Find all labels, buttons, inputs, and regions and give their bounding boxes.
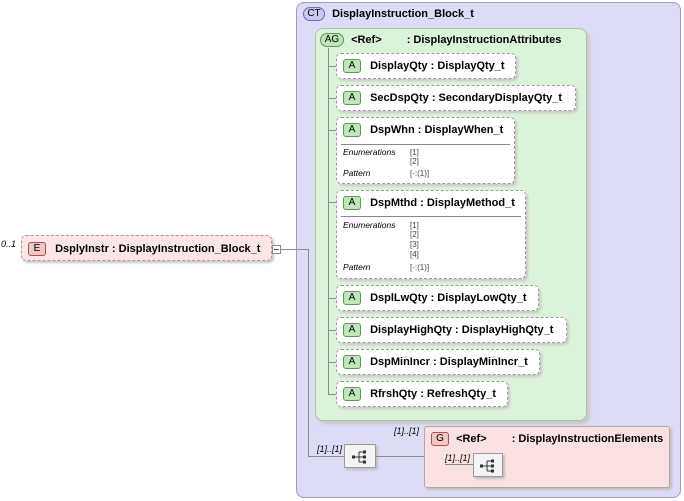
attribute-connector bbox=[328, 98, 336, 99]
group-inner-cardinality: [1]..[1] bbox=[445, 453, 471, 463]
attribute-name: RfrshQty bbox=[370, 388, 418, 400]
attribute-group-icon: AG bbox=[320, 33, 344, 47]
pattern-label: Pattern bbox=[343, 262, 371, 272]
sequence-icon bbox=[480, 459, 494, 473]
minus-icon bbox=[274, 249, 279, 250]
complex-type-icon: CT bbox=[303, 7, 325, 21]
group-box[interactable]: G <Ref> : DisplayInstructionElements [1]… bbox=[424, 426, 670, 488]
sequence-compositor[interactable] bbox=[344, 444, 376, 468]
attribute-connector bbox=[328, 66, 336, 67]
attribute-name: DisplayHighQty bbox=[370, 324, 452, 336]
attribute-type: : DisplayWhen_t bbox=[417, 124, 504, 136]
attribute-connector bbox=[328, 130, 336, 131]
attribute-box[interactable]: A DisplayQty : DisplayQty_t bbox=[336, 53, 516, 79]
attribute-icon: A bbox=[343, 355, 361, 369]
sequence-connector bbox=[308, 456, 344, 457]
sequence-cardinality: [1]..[1] bbox=[317, 444, 343, 454]
sequence-icon bbox=[352, 450, 366, 464]
facet-separator bbox=[341, 216, 521, 217]
attribute-connector bbox=[328, 394, 336, 395]
enum-value: [4] bbox=[410, 250, 419, 259]
connector-root bbox=[281, 249, 297, 250]
attribute-icon: A bbox=[343, 123, 361, 137]
attribute-type: : DisplayMinIncr_t bbox=[433, 356, 528, 368]
pattern-value: [-:(1)] bbox=[410, 169, 430, 178]
enum-value: [2] bbox=[410, 157, 419, 166]
group-inner-underline bbox=[445, 464, 473, 465]
enum-value: [1] bbox=[410, 221, 419, 230]
attribute-box[interactable]: A DspMinIncr : DisplayMinIncr_t bbox=[336, 349, 540, 375]
group-sequence-compositor[interactable] bbox=[473, 453, 503, 477]
element-cardinality: 0..1 bbox=[1, 239, 17, 249]
attribute-name: DspWhn bbox=[370, 124, 415, 136]
attribute-icon: A bbox=[343, 387, 361, 401]
attribute-type: : DisplayLowQty_t bbox=[430, 292, 527, 304]
group-header: G <Ref> : DisplayInstructionElements bbox=[431, 432, 663, 446]
attribute-type: : RefreshQty_t bbox=[420, 388, 496, 400]
attribute-box[interactable]: A DspWhn : DisplayWhen_t Enumerations [1… bbox=[336, 117, 515, 184]
root-to-type-connector bbox=[297, 249, 309, 250]
expand-collapse-toggle[interactable] bbox=[272, 245, 281, 254]
attribute-group-type: : DisplayInstructionAttributes bbox=[406, 34, 562, 46]
group-ref: <Ref> bbox=[456, 433, 487, 445]
attribute-connector bbox=[328, 202, 336, 203]
attribute-group-ref: <Ref> bbox=[351, 34, 382, 46]
element-type: : DisplayInstruction_Block_t bbox=[111, 243, 261, 255]
group-icon: G bbox=[431, 432, 449, 446]
facet-separator bbox=[341, 144, 510, 145]
attribute-box[interactable]: A DsplLwQty : DisplayLowQty_t bbox=[336, 285, 539, 311]
attribute-name: SecDspQty bbox=[370, 92, 429, 104]
attribute-tree-line bbox=[328, 48, 329, 394]
group-cardinality: [1]..[1] bbox=[394, 426, 420, 436]
attribute-box[interactable]: A DisplayHighQty : DisplayHighQty_t bbox=[336, 317, 567, 343]
element-name: DsplyInstr bbox=[55, 243, 109, 255]
attribute-icon: A bbox=[343, 91, 361, 105]
attribute-connector bbox=[328, 298, 336, 299]
attribute-icon: A bbox=[343, 291, 361, 305]
sequence-to-group-connector bbox=[376, 456, 424, 457]
complex-type-name: DisplayInstruction_Block_t bbox=[332, 8, 474, 20]
attribute-connector bbox=[328, 362, 336, 363]
attribute-icon: A bbox=[343, 196, 361, 210]
complex-type-header: CT DisplayInstruction_Block_t bbox=[303, 7, 474, 21]
attribute-type: : DisplayMethod_t bbox=[420, 197, 515, 209]
attribute-type: : DisplayHighQty_t bbox=[455, 324, 554, 336]
attribute-type: : SecondaryDisplayQty_t bbox=[431, 92, 563, 104]
content-tree-line bbox=[308, 249, 309, 456]
pattern-value: [-:(1)] bbox=[410, 263, 430, 272]
element-icon: E bbox=[28, 242, 46, 256]
attribute-connector bbox=[328, 330, 336, 331]
enum-value: [2] bbox=[410, 230, 419, 239]
attribute-group-header[interactable]: AG <Ref> : DisplayInstructionAttributes bbox=[320, 33, 561, 47]
attribute-box[interactable]: A DspMthd : DisplayMethod_t Enumerations… bbox=[336, 190, 526, 279]
attribute-type: : DisplayQty_t bbox=[430, 60, 505, 72]
attribute-name: DspMinIncr bbox=[370, 356, 430, 368]
pattern-label: Pattern bbox=[343, 168, 371, 178]
attribute-box[interactable]: A SecDspQty : SecondaryDisplayQty_t bbox=[336, 85, 576, 111]
group-type: : DisplayInstructionElements bbox=[511, 433, 664, 445]
attribute-icon: A bbox=[343, 59, 361, 73]
enum-value: [1] bbox=[410, 148, 419, 157]
attribute-name: DisplayQty bbox=[370, 60, 428, 72]
attribute-icon: A bbox=[343, 323, 361, 337]
attribute-name: DsplLwQty bbox=[370, 292, 428, 304]
enumerations-label: Enumerations bbox=[343, 147, 396, 157]
root-element-box[interactable]: E DsplyInstr : DisplayInstruction_Block_… bbox=[21, 235, 272, 261]
enumerations-label: Enumerations bbox=[343, 220, 396, 230]
attribute-box[interactable]: A RfrshQty : RefreshQty_t bbox=[336, 381, 508, 407]
attribute-name: DspMthd bbox=[370, 197, 418, 209]
enum-value: [3] bbox=[410, 240, 419, 249]
